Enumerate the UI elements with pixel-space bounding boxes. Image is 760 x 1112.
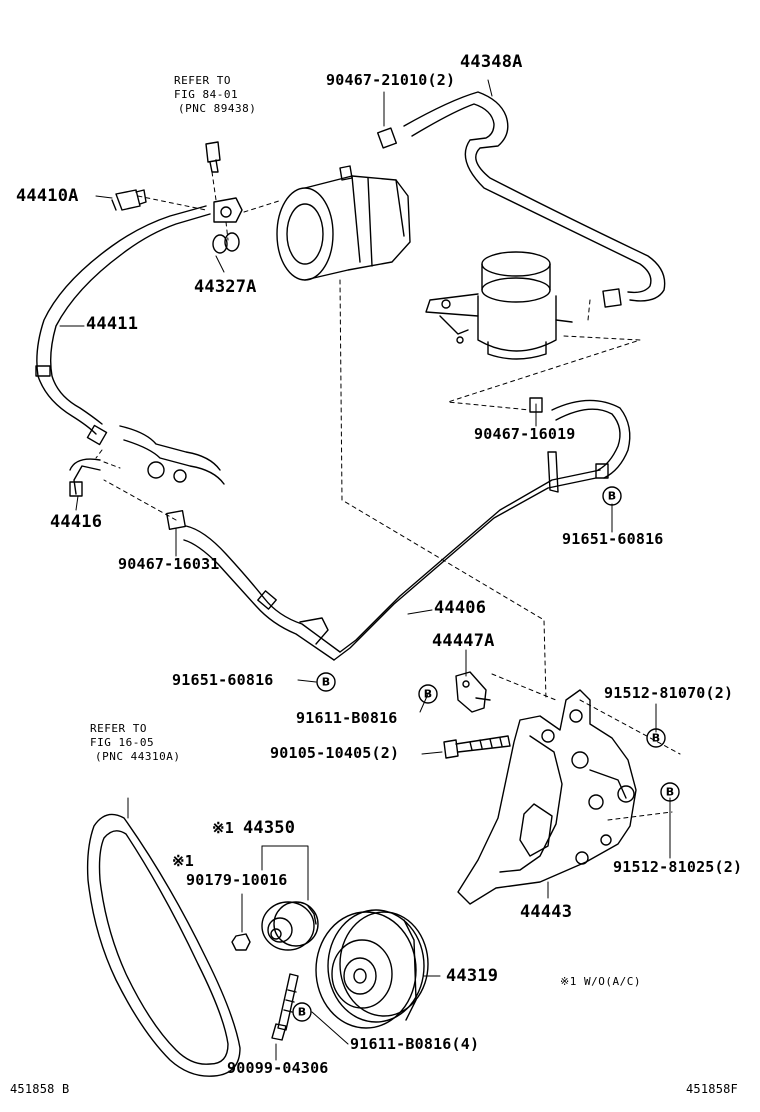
gaskets-44327A [212, 232, 240, 254]
leader-lines [59, 79, 671, 1061]
nut-90179-10016 [231, 933, 251, 951]
b-marker-1: B [608, 490, 616, 503]
mark-1-90179: ※1 [172, 852, 194, 870]
pressure-switch [205, 141, 221, 173]
refer-note-2-line2: FIG 16-05 [90, 736, 155, 749]
union-bolt-44410A [111, 189, 147, 211]
stud-bolt-90099-04306 [271, 973, 299, 1041]
v-belt [86, 813, 241, 1077]
part-90467-21010-label[interactable]: 90467-21010(2) [326, 71, 456, 89]
part-44443-label[interactable]: 44443 [520, 902, 573, 922]
part-44410A-label[interactable]: 44410A [16, 186, 79, 206]
part-44411-label[interactable]: 44411 [86, 314, 139, 334]
part-44447A-label[interactable]: 44447A [432, 631, 495, 651]
part-91611-B0816-label[interactable]: 91611-B0816 [296, 709, 398, 727]
b-marker-2: B [322, 676, 330, 689]
part-90105-10405-label[interactable]: 90105-10405(2) [270, 744, 400, 762]
return-hose-44348A [376, 91, 666, 308]
part-44348A-label[interactable]: 44348A [460, 52, 523, 72]
part-44319-label[interactable]: 44319 [446, 966, 499, 986]
footer-right-code: 451858F [686, 1082, 738, 1096]
part-91611-B0816x4-label[interactable]: 91611-B0816(4) [350, 1035, 480, 1053]
mark-1-44350: ※1 [212, 819, 234, 837]
b-marker-6: B [298, 1006, 306, 1019]
part-91651-60816-b-label[interactable]: 91651-60816 [172, 671, 274, 689]
refer-note-2-line1: REFER TO [90, 722, 147, 735]
footer-left-code: 451858 B [10, 1082, 70, 1096]
part-44350-label[interactable]: 44350 [243, 818, 296, 838]
bracket-44447A [455, 671, 491, 713]
part-90099-04306-label[interactable]: 90099-04306 [227, 1059, 329, 1077]
b-marker-circles [292, 486, 680, 1022]
part-90467-16019-label[interactable]: 90467-16019 [474, 425, 576, 443]
refer-note-1-line1: REFER TO [174, 74, 231, 87]
b-marker-5: B [666, 786, 674, 799]
pump-bracket-44443 [457, 689, 637, 905]
part-90179-10016-label[interactable]: 90179-10016 [186, 871, 288, 889]
idler-pulley-44350 [261, 901, 319, 951]
refer-note-1-line3: (PNC 89438) [178, 102, 257, 115]
part-91512-81070-label[interactable]: 91512-81070(2) [604, 684, 734, 702]
bolt-90105-10405 [443, 735, 511, 759]
b-marker-3: B [424, 688, 432, 701]
part-44327A-label[interactable]: 44327A [194, 277, 257, 297]
power-steering-pump [276, 165, 411, 281]
part-90467-16031-label[interactable]: 90467-16031 [118, 555, 220, 573]
part-91651-60816-a-label[interactable]: 91651-60816 [562, 530, 664, 548]
part-44416-label[interactable]: 44416 [50, 512, 103, 532]
gear-housing-sketch [69, 425, 225, 497]
reservoir-tank [425, 251, 573, 360]
part-44406-label[interactable]: 44406 [434, 598, 487, 618]
pressure-hose-44411 [35, 197, 243, 446]
part-91512-81025-label[interactable]: 91512-81025(2) [613, 858, 743, 876]
pump-pulley-44319 [315, 909, 429, 1029]
refer-note-1-line2: FIG 84-01 [174, 88, 239, 101]
b-marker-4: B [652, 732, 660, 745]
footnote-wo-ac: ※1 W/O(A/C) [560, 975, 641, 988]
guide-lines [95, 171, 681, 821]
refer-note-2-line3: (PNC 44310A) [95, 750, 181, 763]
